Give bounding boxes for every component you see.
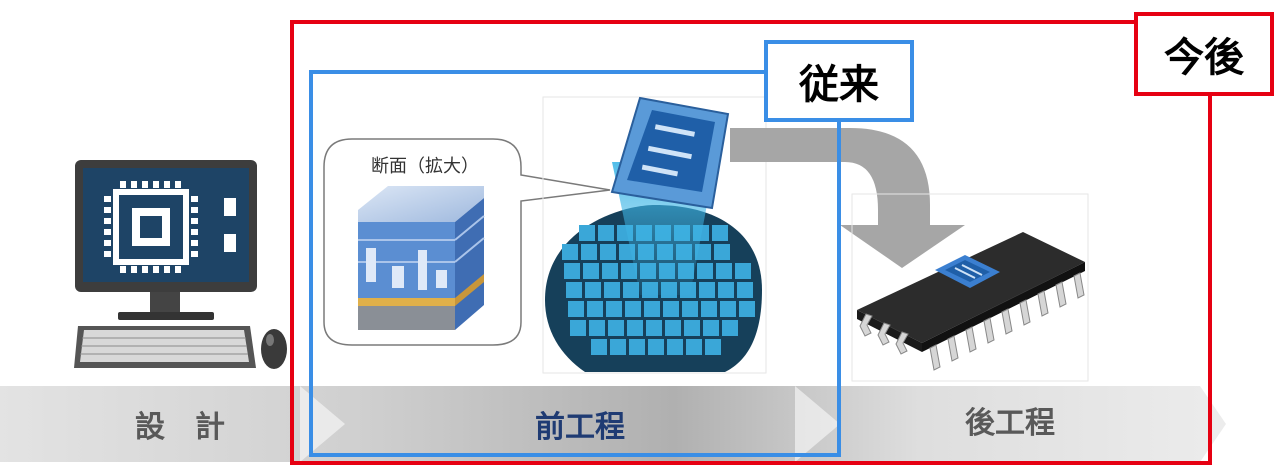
wafer-die (610, 339, 626, 355)
wafer-die (695, 244, 711, 260)
wafer-die (623, 282, 639, 298)
wafer-die (587, 301, 603, 317)
wafer-die (583, 263, 599, 279)
packaged-ic-illustration (851, 193, 1089, 382)
wafer-die (627, 320, 643, 336)
cross-section-label: 断面（拡大） (371, 156, 479, 177)
wafer-die (712, 225, 728, 241)
wafer-die (591, 339, 607, 355)
wafer-die (699, 282, 715, 298)
wafer-die (625, 301, 641, 317)
future-scope-frame (290, 20, 1212, 465)
wafer-die (718, 282, 734, 298)
wafer-die (739, 301, 755, 317)
wafer-die (621, 263, 637, 279)
wafer-die (629, 339, 645, 355)
wafer-die (663, 301, 679, 317)
current-scope-label: 従来 (764, 40, 914, 122)
cross-section-callout (323, 138, 611, 346)
wafer-die (737, 282, 753, 298)
wafer-die (716, 263, 732, 279)
wafer-die (735, 263, 751, 279)
wafer-die (714, 244, 730, 260)
computer-icon (74, 160, 287, 369)
wafer-die (579, 225, 595, 241)
wafer-die (701, 301, 717, 317)
current-scope-frame (309, 70, 841, 457)
wafer-die (646, 320, 662, 336)
wafer-die (564, 263, 580, 279)
wafer-die (667, 339, 683, 355)
wafer-die (722, 320, 738, 336)
wafer-die (566, 282, 582, 298)
wafer-die (600, 244, 616, 260)
wafer-die (570, 320, 586, 336)
wafer-die (684, 320, 700, 336)
wafer-die (682, 301, 698, 317)
wafer-illustration (542, 96, 767, 374)
wafer-die (604, 282, 620, 298)
stage-label-front-end: 前工程 (535, 410, 625, 445)
stage-label-design: 設 計 (135, 410, 225, 445)
wafer-die (568, 301, 584, 317)
wafer-die (665, 320, 681, 336)
wafer-die (602, 263, 618, 279)
wafer-die (686, 339, 702, 355)
wafer-die (703, 320, 719, 336)
wafer-die (697, 263, 713, 279)
wafer-die (598, 225, 614, 241)
future-scope-label: 今後 (1134, 12, 1274, 96)
wafer-die (562, 244, 578, 260)
wafer-die (644, 301, 660, 317)
wafer-die (608, 320, 624, 336)
stage-label-back-end: 後工程 (965, 406, 1055, 441)
wafer-die (720, 301, 736, 317)
wafer-die (606, 301, 622, 317)
wafer-die (705, 339, 721, 355)
wafer-die (581, 244, 597, 260)
wafer-die (585, 282, 601, 298)
wafer-die (648, 339, 664, 355)
flow-arrow (730, 128, 965, 268)
wafer-die (589, 320, 605, 336)
